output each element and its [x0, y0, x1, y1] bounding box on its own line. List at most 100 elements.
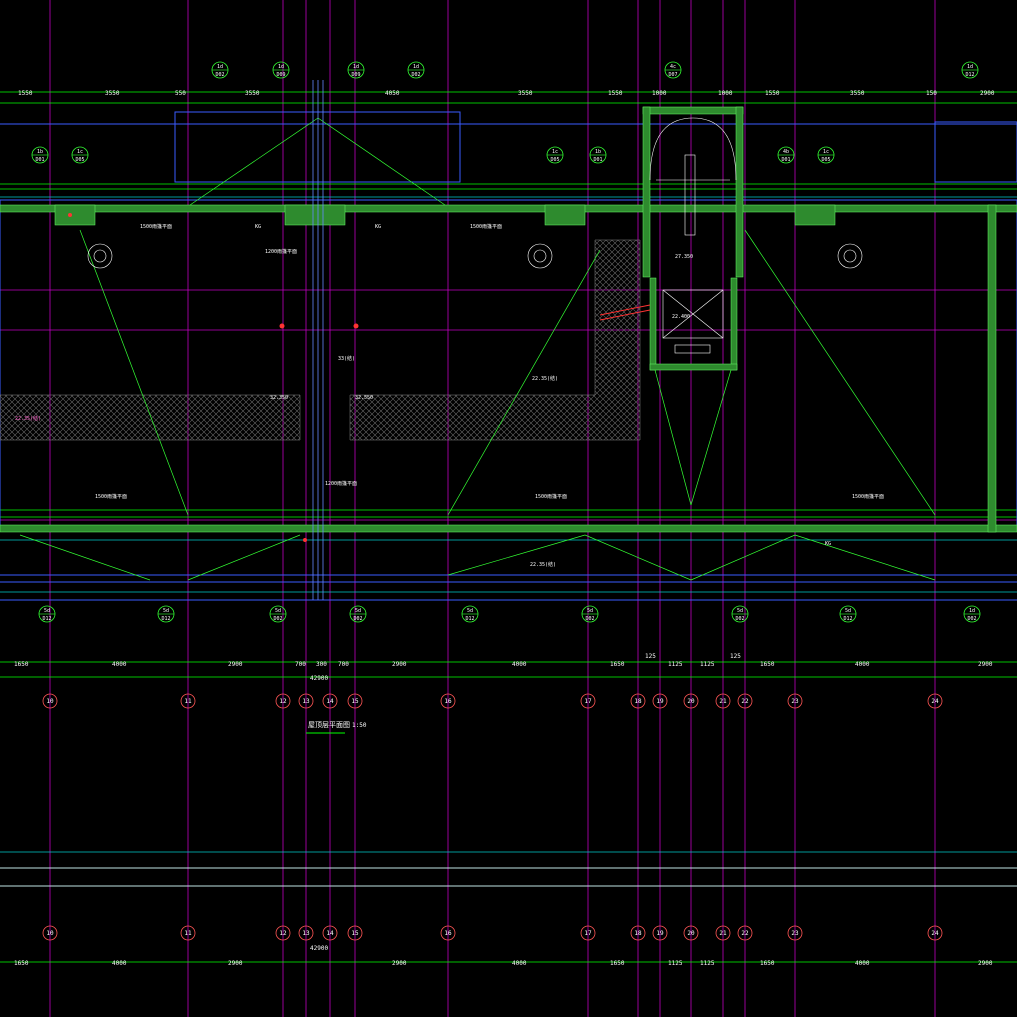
svg-text:700: 700 [338, 661, 349, 668]
detail-tag-sheet: D12 [965, 72, 974, 78]
detail-tag-number: 4b [783, 149, 789, 155]
svg-text:1500雨篷平面: 1500雨篷平面 [470, 223, 502, 230]
svg-text:4000: 4000 [855, 960, 870, 967]
svg-text:2900: 2900 [228, 960, 243, 967]
axis-label: 24 [931, 698, 939, 705]
svg-text:1550: 1550 [608, 90, 623, 97]
svg-text:1125: 1125 [668, 960, 683, 967]
axis-bubble [42, 693, 58, 709]
axis-label: 18 [634, 698, 642, 705]
axis-label: 10 [46, 930, 54, 937]
detail-tag-sheet: D02 [215, 72, 224, 78]
detail-tag-sheet: D05 [75, 157, 84, 163]
svg-text:125: 125 [645, 653, 656, 660]
svg-text:22.400: 22.400 [672, 314, 690, 320]
axis-bubble [440, 693, 456, 709]
axis-bubble [580, 925, 596, 941]
axis-label: 11 [184, 698, 192, 705]
axis-label: 18 [634, 930, 642, 937]
svg-text:1125: 1125 [668, 661, 683, 668]
svg-text:1500雨篷平面: 1500雨篷平面 [535, 493, 567, 500]
axis-bubble [652, 693, 668, 709]
axis-bubble [683, 693, 699, 709]
axis-bubble [630, 693, 646, 709]
detail-tag-sheet: D09 [351, 72, 360, 78]
axis-bubble [298, 693, 314, 709]
axis-label: 12 [279, 698, 287, 705]
detail-tag-sheet: D09 [276, 72, 285, 78]
detail-tag-number: 1d [217, 64, 223, 70]
axis-bubble [42, 925, 58, 941]
detail-tag-number: 1c [823, 149, 829, 155]
svg-text:1500雨篷平面: 1500雨篷平面 [95, 493, 127, 500]
axis-bubble [715, 925, 731, 941]
axis-bubble [927, 693, 943, 709]
axis-label: 23 [791, 698, 799, 705]
axis-bubble [580, 693, 596, 709]
svg-text:1650: 1650 [760, 661, 775, 668]
svg-text:3550: 3550 [105, 90, 120, 97]
svg-text:4000: 4000 [855, 661, 870, 668]
svg-text:1500雨篷平面: 1500雨篷平面 [140, 223, 172, 230]
detail-tag-number: 1b [595, 149, 601, 155]
axis-bubble [683, 925, 699, 941]
svg-text:4000: 4000 [512, 960, 527, 967]
detail-tag-number: 5d [845, 608, 851, 614]
svg-text:1125: 1125 [700, 661, 715, 668]
axis-bubble [347, 925, 363, 941]
svg-text:42900: 42900 [310, 945, 328, 952]
axis-label: 13 [302, 698, 310, 705]
roof-drains [87, 243, 863, 269]
svg-text:1650: 1650 [610, 960, 625, 967]
detail-tags-bottom: 5dD125dD125dD025dD025dD125dD025dD025dD12… [38, 605, 981, 623]
svg-text:1650: 1650 [14, 960, 29, 967]
svg-text:1:50: 1:50 [352, 722, 367, 729]
svg-text:4000: 4000 [112, 960, 127, 967]
detail-tag-sheet: D02 [585, 616, 594, 622]
svg-text:27.350: 27.350 [675, 254, 693, 260]
axis-label: 14 [326, 930, 334, 937]
svg-text:屋顶层平面图: 屋顶层平面图 [308, 721, 350, 729]
stair-tower [649, 117, 737, 354]
svg-text:125: 125 [730, 653, 741, 660]
svg-text:1200雨篷平面: 1200雨篷平面 [325, 480, 357, 487]
axis-bubble [737, 693, 753, 709]
svg-text:3550: 3550 [850, 90, 865, 97]
svg-text:1125: 1125 [700, 960, 715, 967]
axis-bubble [715, 693, 731, 709]
axis-label: 17 [584, 698, 592, 705]
bottom-dimension-texts-lower: 1650 4000 2900 2900 4000 1650 1125 1125 … [14, 945, 993, 967]
axis-label: 20 [687, 698, 695, 705]
detail-tag-number: 1d [278, 64, 284, 70]
axis-bubble [440, 925, 456, 941]
slope-lines [19, 117, 936, 581]
svg-text:1550: 1550 [18, 90, 33, 97]
detail-tag-number: 5d [355, 608, 361, 614]
detail-tag-number: 1c [77, 149, 83, 155]
detail-tag-number: 1d [969, 608, 975, 614]
detail-tag-sheet: D12 [42, 616, 51, 622]
detail-tag-number: 5d [737, 608, 743, 614]
svg-text:300: 300 [316, 661, 327, 668]
axis-label: 20 [687, 930, 695, 937]
axis-bubble [652, 925, 668, 941]
detail-tag-sheet: D12 [465, 616, 474, 622]
axis-label: 23 [791, 930, 799, 937]
svg-text:32.550: 32.550 [355, 395, 373, 401]
axis-label: 16 [444, 930, 452, 937]
axis-bubble [787, 925, 803, 941]
axis-label: 19 [656, 930, 664, 937]
axis-label: 21 [719, 698, 727, 705]
svg-text:KG: KG [255, 224, 261, 230]
svg-text:4050: 4050 [385, 90, 400, 97]
detail-tag-sheet: D02 [735, 616, 744, 622]
dimension-lines [0, 91, 1017, 963]
axis-bubble [275, 693, 291, 709]
hatched-roof-area [0, 239, 641, 441]
axis-bubble [630, 925, 646, 941]
axis-bubble [787, 693, 803, 709]
svg-text:22.35(结): 22.35(结) [530, 561, 556, 568]
